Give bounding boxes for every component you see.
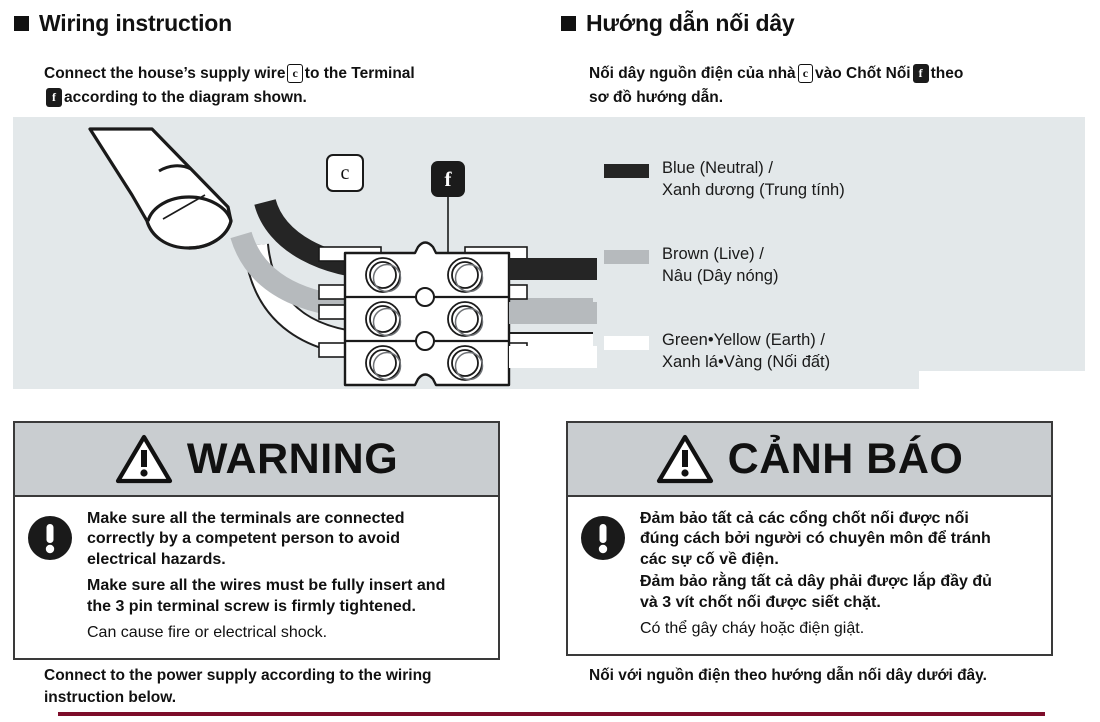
intro-vi-line-1-text-b: vào Chốt Nối: [815, 65, 911, 82]
exclamation-circle-icon: [28, 516, 72, 560]
legend-item-live: Brown (Live) / Nâu (Dây nóng): [604, 244, 778, 288]
warning-header-en: WARNING: [15, 423, 498, 497]
intro-vi-line-1-text-c: theo: [930, 65, 964, 82]
square-bullet-icon: [14, 16, 29, 31]
footer-note-vi: Nối với nguồn điện theo hướng dẫn nối dâ…: [589, 665, 987, 687]
inline-chip-f: f: [912, 64, 929, 83]
intro-en-line-1-text-a: Connect the house’s supply wire: [44, 65, 286, 82]
warning-en-para-3: Can cause fire or electrical shock.: [87, 623, 486, 643]
intro-vi-line-2: sơ đồ hướng dẫn.: [589, 88, 724, 106]
warning-triangle-icon: [656, 434, 713, 484]
footer-note-en-line-2: instruction below.: [44, 689, 177, 707]
callout-box-terminal-f-label: f: [444, 166, 452, 191]
legend-label-neutral-line1: Blue (Neutral) /: [662, 159, 773, 177]
warning-en-para-1-line-2: correctly by a competent person to avoid: [87, 530, 400, 548]
warning-title-vi: CẢNH BÁO: [727, 434, 964, 483]
warning-header-vi: CẢNH BÁO: [568, 423, 1051, 497]
legend-label-live-line2: Nâu (Dây nóng): [662, 266, 779, 285]
exclamation-circle-icon: [581, 516, 625, 560]
warning-text-vi: Đảm bảo tất cả các cổng chốt nối được nố…: [640, 509, 1039, 640]
footer-note-vi-line-1: Nối với nguồn điện theo hướng dẫn nối dâ…: [589, 667, 987, 684]
section-heading-vi-label: Hướng dẫn nối dây: [586, 10, 795, 36]
warning-triangle-icon: [115, 434, 172, 484]
warning-body-en: Make sure all the terminals are connecte…: [15, 497, 498, 658]
wiring-diagram-illustration: [88, 127, 597, 387]
warning-en-para-2: Make sure all the wires must be fully in…: [87, 576, 486, 617]
warning-vi-para-2-line-2: và 3 vít chốt nối được siết chặt.: [640, 593, 881, 611]
legend-swatch-neutral: [604, 164, 649, 178]
warning-vi-para-1-line-2: đúng cách bởi người có chuyên môn để trá…: [640, 530, 991, 548]
footer-note-en-line-1: Connect to the power supply according to…: [44, 667, 432, 684]
warning-vi-para-1-line-1: Đảm bảo tất cả các cổng chốt nối được nố…: [640, 510, 969, 527]
warning-vi-para-2-line-1: Đảm bảo rằng tất cả dây phải được lắp đầ…: [640, 573, 992, 591]
warning-en-para-2-line-2: the 3 pin terminal screw is firmly tight…: [87, 597, 416, 615]
warning-en-para-2-line-1: Make sure all the wires must be fully in…: [87, 577, 446, 595]
warning-vi-para-1: Đảm bảo tất cả các cổng chốt nối được nố…: [640, 509, 1039, 570]
warning-text-en: Make sure all the terminals are connecte…: [87, 509, 486, 644]
legend-label-live-line1: Brown (Live) /: [662, 245, 764, 263]
panel-corner-notch: [919, 371, 1085, 389]
legend-label-live: Brown (Live) / Nâu (Dây nóng): [662, 244, 778, 288]
warning-title-en: WARNING: [186, 434, 399, 483]
warning-vi-para-1-line-3: các sự cố về điện.: [640, 550, 779, 568]
legend-swatch-live: [604, 250, 649, 264]
intro-vi-line-1-text-a: Nối dây nguồn điện của nhà: [589, 65, 796, 82]
wiring-diagram-panel: c f: [13, 117, 1085, 389]
warning-box-vi: CẢNH BÁO Đảm bảo tất cả các cổng chốt nố…: [566, 421, 1053, 656]
warning-en-para-1-line-1: Make sure all the terminals are connecte…: [87, 510, 405, 527]
section-heading-en: Wiring instruction: [14, 10, 232, 37]
warning-body-vi: Đảm bảo tất cả các cổng chốt nối được nố…: [568, 497, 1051, 654]
callout-box-cable-c-label: c: [340, 161, 350, 184]
warning-vi-para-2: Đảm bảo rằng tất cả dây phải được lắp đầ…: [640, 572, 1039, 613]
legend-item-earth: Green•Yellow (Earth) / Xanh lá•Vàng (Nối…: [604, 330, 830, 374]
legend-swatch-earth: [604, 336, 649, 350]
warning-box-en: WARNING Make sure all the terminals are …: [13, 421, 500, 660]
callout-box-cable-c: c: [326, 154, 364, 192]
cable-sheath: [88, 127, 233, 250]
warning-vi-para-3: Có thể gây cháy hoặc điện giật.: [640, 619, 1039, 639]
section-heading-vi: Hướng dẫn nối dây: [561, 10, 795, 37]
terminal-block: [318, 241, 528, 387]
legend-label-earth-line1: Green•Yellow (Earth) /: [662, 331, 825, 349]
legend-label-earth-line2: Xanh lá•Vàng (Nối đất): [662, 352, 831, 371]
warning-en-para-3-line-1: Can cause fire or electrical shock.: [87, 624, 328, 642]
square-bullet-icon: [561, 16, 576, 31]
section-heading-en-label: Wiring instruction: [39, 10, 232, 36]
warning-en-para-1-line-3: electrical hazards.: [87, 550, 226, 568]
footer-note-en: Connect to the power supply according to…: [44, 665, 432, 710]
intro-en-line-2-text: according to the diagram shown.: [64, 88, 307, 106]
output-wires: [509, 258, 597, 368]
bottom-divider-rule: [58, 712, 1045, 716]
callout-leader-cable: [162, 194, 206, 220]
legend-label-earth: Green•Yellow (Earth) / Xanh lá•Vàng (Nối…: [662, 330, 830, 374]
intro-en-line-1-text-b: to the Terminal: [304, 65, 415, 82]
inline-chip-c: c: [797, 64, 814, 83]
legend-label-neutral: Blue (Neutral) / Xanh dương (Trung tính): [662, 158, 845, 202]
callout-box-terminal-f: f: [431, 161, 465, 197]
legend-label-neutral-line2: Xanh dương (Trung tính): [662, 180, 845, 199]
warning-vi-para-3-line-1: Có thể gây cháy hoặc điện giật.: [640, 620, 865, 638]
inline-chip-f: f: [46, 87, 62, 107]
inline-chip-c: c: [287, 64, 303, 83]
warning-en-para-1: Make sure all the terminals are connecte…: [87, 509, 486, 570]
legend-item-neutral: Blue (Neutral) / Xanh dương (Trung tính): [604, 158, 845, 202]
